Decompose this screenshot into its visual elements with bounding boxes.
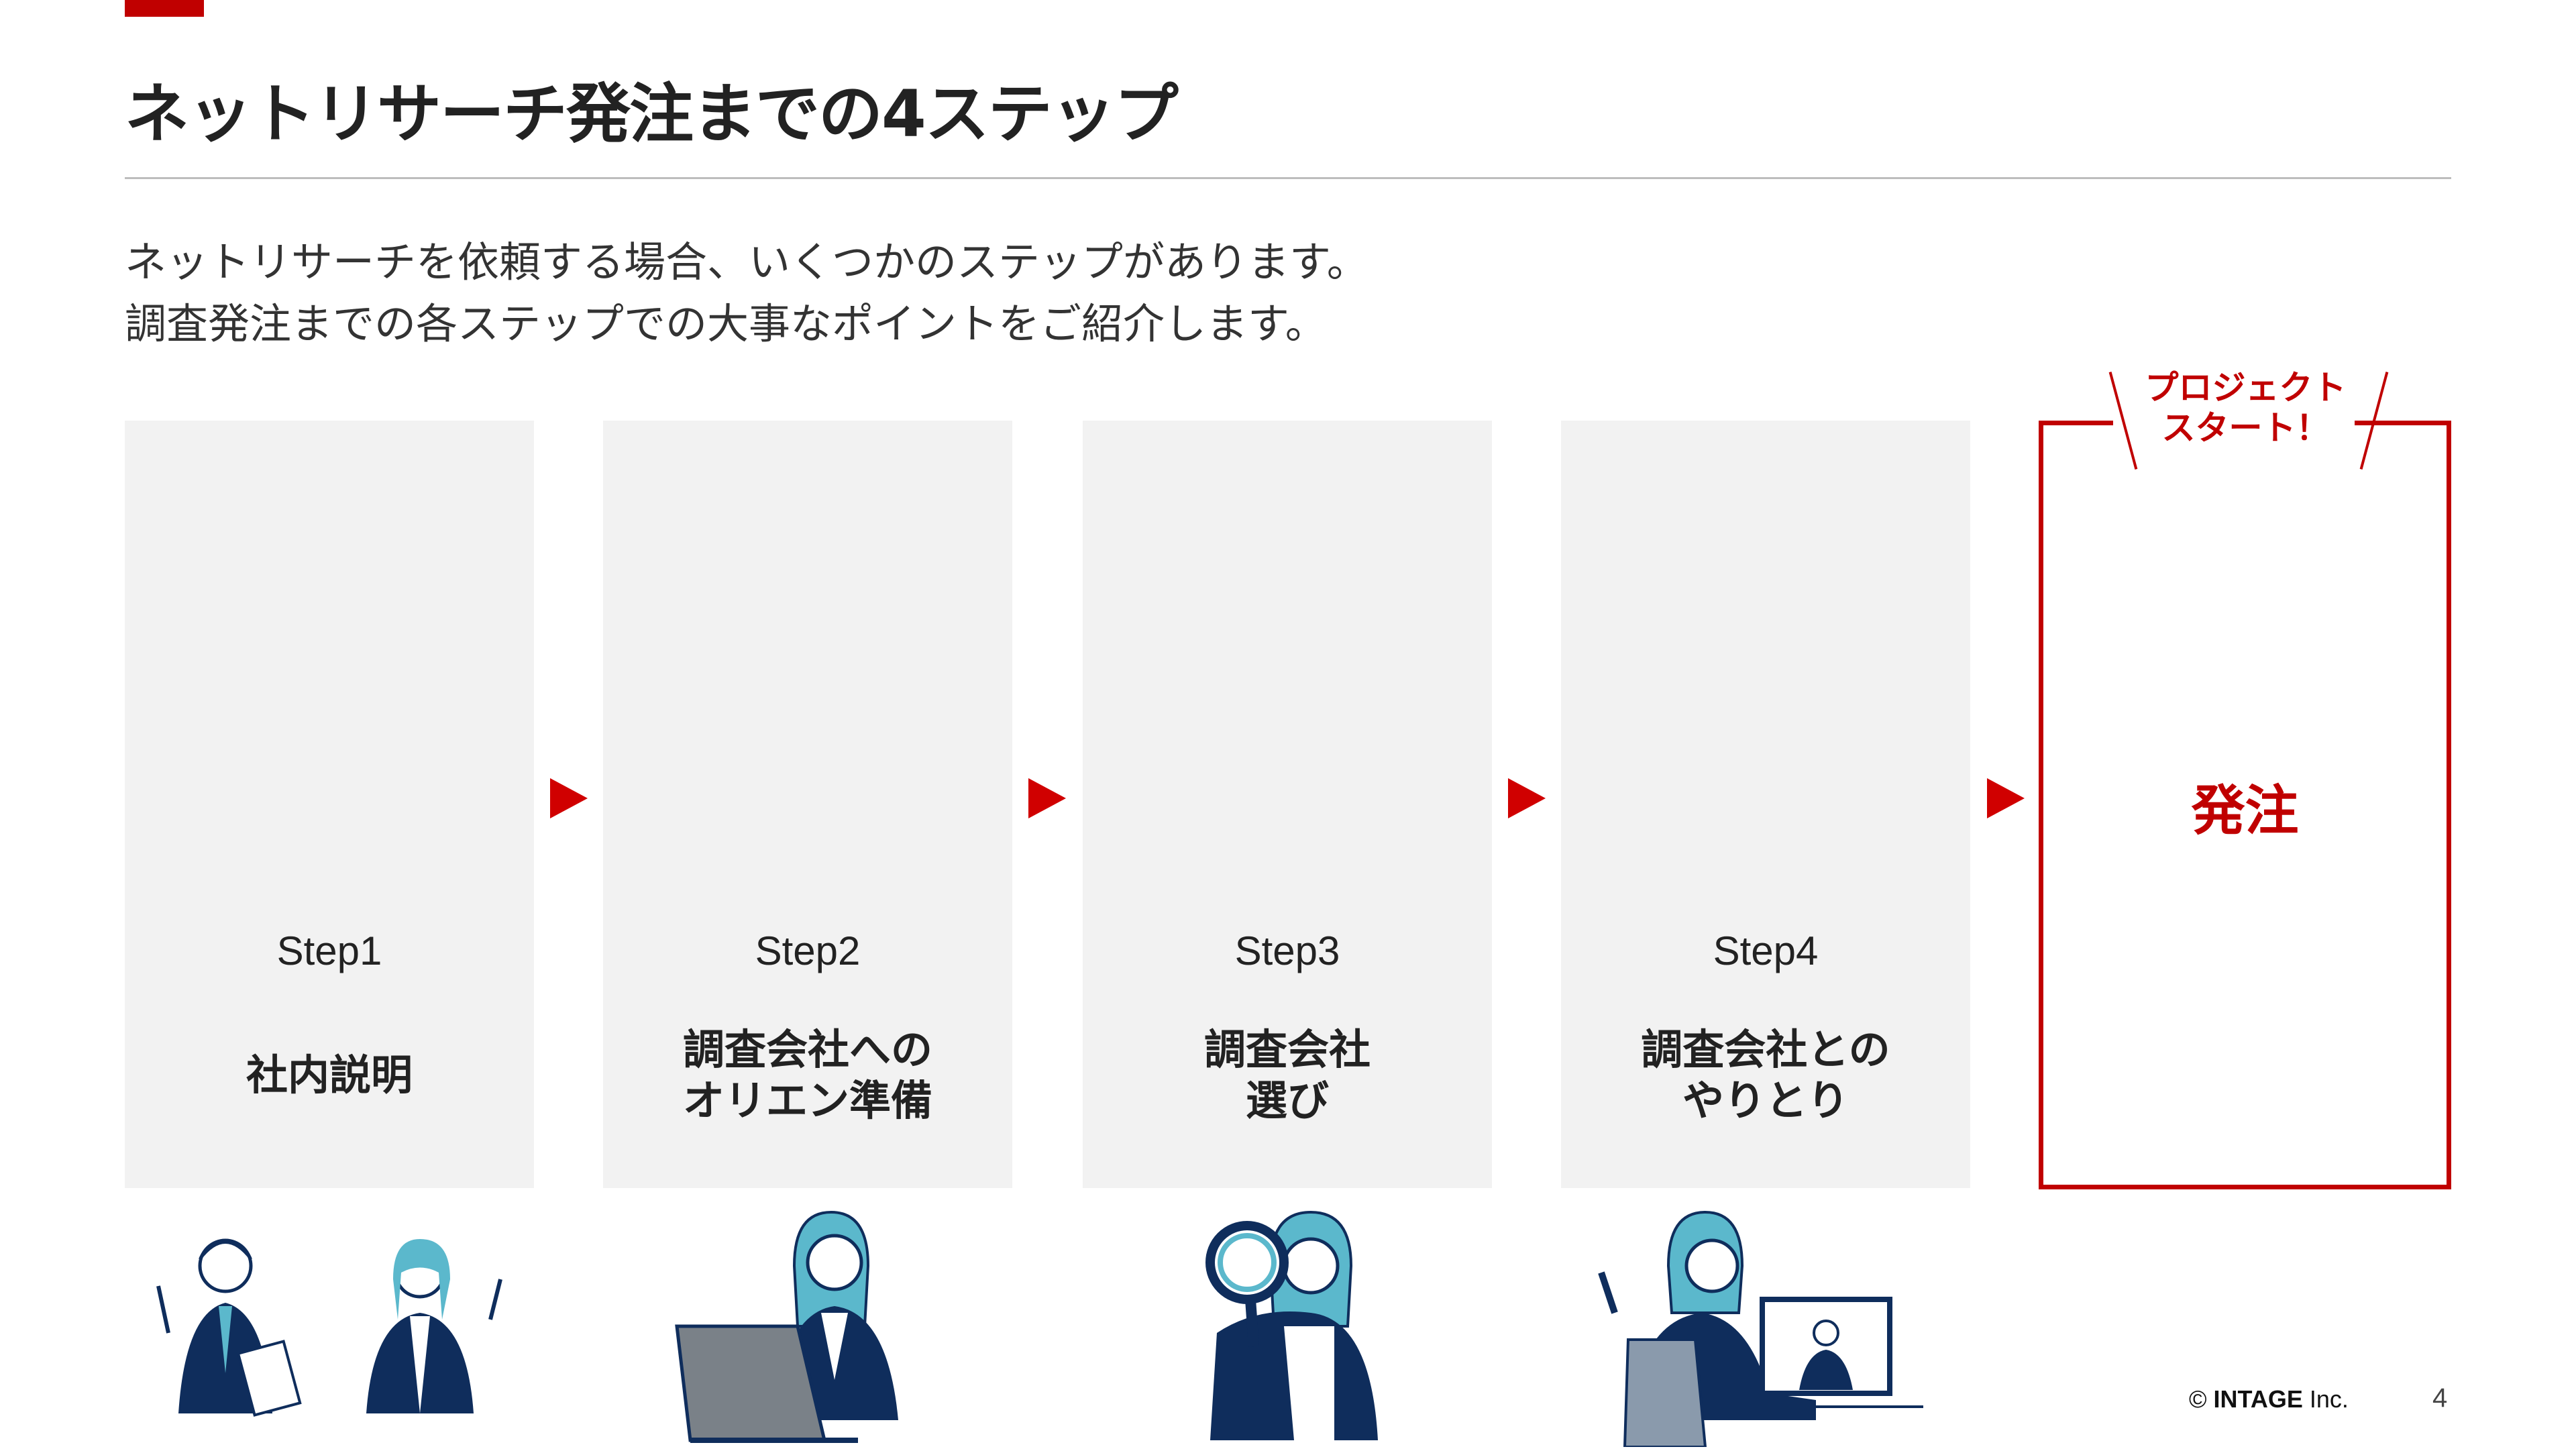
company-suffix: Inc. — [2309, 1385, 2349, 1413]
next-arrow-icon — [1028, 778, 1066, 818]
badge-line: スタート！ — [2161, 409, 2330, 447]
step-title-line: 選び — [1245, 1076, 1329, 1125]
order-box: 発注 — [2039, 421, 2451, 1189]
step-title-line: 調査会社 — [1203, 1025, 1371, 1074]
step-label: Step2 — [755, 928, 861, 973]
step-title-line: 調査会社との — [1641, 1025, 1890, 1074]
copyright: © INTAGE Inc. — [2189, 1385, 2349, 1413]
title-divider — [125, 177, 2451, 179]
video-call-illustration — [1598, 1210, 1923, 1447]
badge-line: プロジェクト — [2145, 368, 2347, 407]
order-label: 発注 — [2191, 780, 2299, 842]
page-title: ネットリサーチ発注までの4ステップ — [125, 76, 1179, 152]
step-card-4: Step4 調査会社とのやりとり — [1561, 421, 1970, 1447]
step-title-line: やりとり — [1682, 1076, 1849, 1125]
meeting-illustration — [156, 1238, 502, 1417]
intro-line: 調査発注までの各ステップでの大事なポイントをご紹介します。 — [125, 299, 1327, 348]
project-start-badge: プロジェクト スタート！ — [2113, 368, 2378, 448]
next-arrow-icon — [1508, 778, 1546, 818]
step-title-line: 社内説明 — [246, 1051, 413, 1099]
step-title-line: 調査会社への — [682, 1025, 932, 1074]
accent-tab — [125, 0, 204, 17]
intro-line: ネットリサーチを依頼する場合、いくつかのステップがあります。 — [125, 237, 1368, 286]
step-card-2: Step2 調査会社へのオリエン準備 — [603, 421, 1012, 1443]
step-label: Step3 — [1234, 928, 1340, 973]
copyright-symbol: © — [2189, 1385, 2207, 1413]
next-arrow-icon — [1987, 778, 2025, 818]
step-title: 調査会社へのオリエン準備 — [603, 1024, 1012, 1126]
step-card-1: Step1 社内説明 — [125, 421, 534, 1417]
magnifier-illustration — [1205, 1210, 1378, 1440]
step-title-line: オリエン準備 — [682, 1076, 932, 1125]
step-card-3: Step3 調査会社選び — [1083, 421, 1492, 1440]
badge-gap — [2113, 402, 2355, 443]
step-title: 調査会社選び — [1083, 1024, 1492, 1126]
step-label: Step4 — [1713, 928, 1819, 973]
step-title: 調査会社とのやりとり — [1561, 1024, 1970, 1126]
page-number: 4 — [2432, 1383, 2448, 1413]
intro-text: ネットリサーチを依頼する場合、いくつかのステップがあります。 調査発注までの各ス… — [125, 231, 1368, 355]
next-arrow-icon — [550, 778, 588, 818]
company-name: INTAGE — [2213, 1385, 2303, 1413]
step-label: Step1 — [276, 928, 382, 973]
laptop-illustration — [675, 1210, 898, 1443]
step-title: 社内説明 — [125, 1050, 534, 1101]
